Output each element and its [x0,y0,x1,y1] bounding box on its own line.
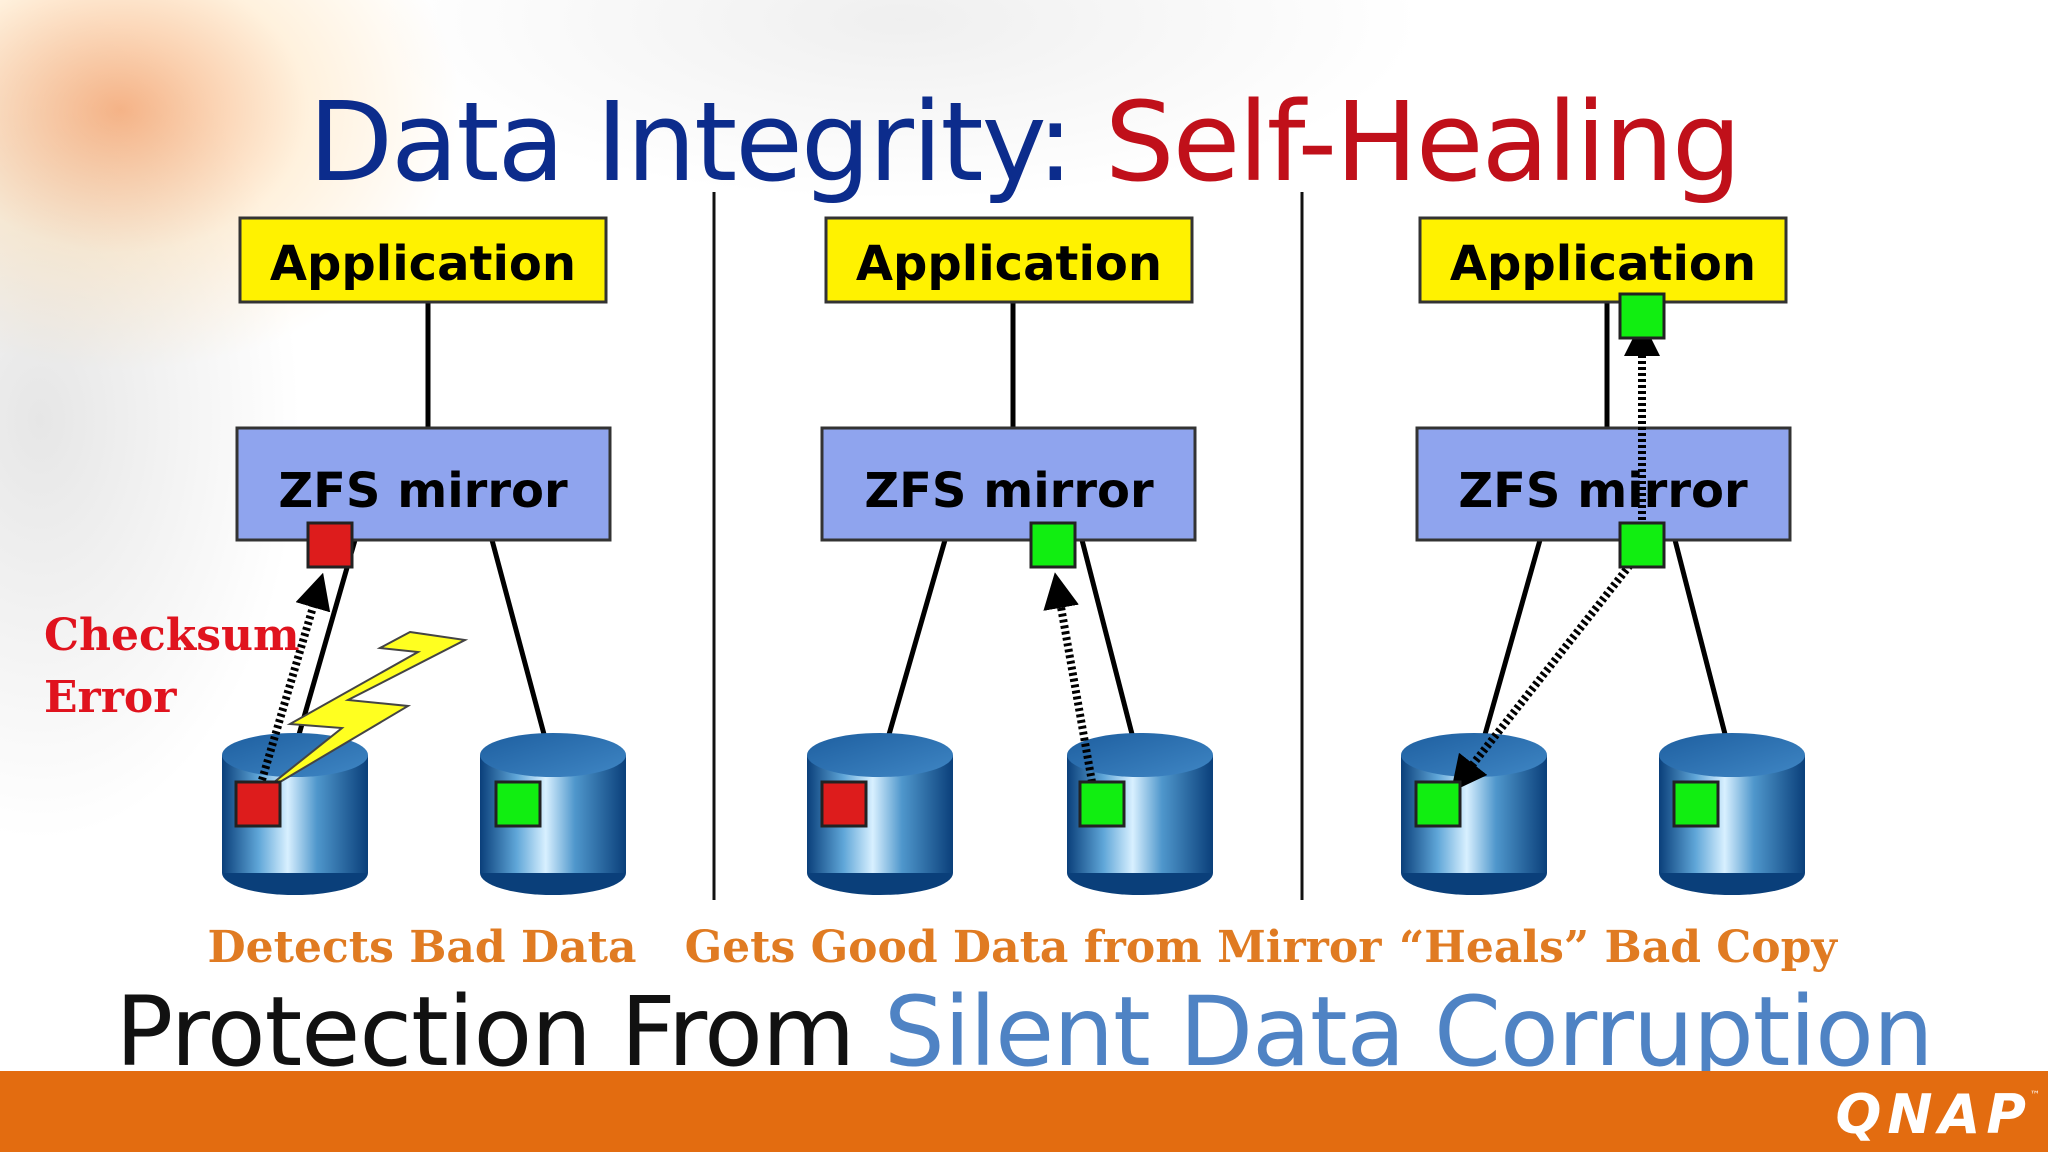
subtitle-part-1: Protection From [115,976,884,1088]
zfs-mirror-box [820,426,1197,542]
application-box [238,216,608,304]
application-label: Application [270,236,576,292]
healed-block-disk [1414,780,1462,828]
title-part-1: Data Integrity: [308,78,1105,206]
slide-subtitle: Protection From Silent Data Corruption [0,980,2048,1084]
bad-block-mirror [306,521,354,569]
connector-line [1672,539,1729,739]
connector-line [489,539,548,739]
zfs-mirror-label: ZFS mirror [864,463,1154,519]
panel-gets-good-data: Application ZFS mirror Gets Good Data fr… [685,216,1383,973]
zfs-mirror-label: ZFS mirror [1458,463,1748,519]
caption-detects-bad-data: Detects Bad Data [208,922,637,973]
slide-title: Data Integrity: Self-Healing [0,82,2048,202]
title-part-2: Self-Healing [1104,78,1742,206]
connector-line [295,539,358,739]
good-block-mirror [1029,521,1077,569]
disk-right [1659,733,1805,895]
disk-left [222,733,368,895]
good-block-disk [494,780,542,828]
good-block-disk [1672,780,1720,828]
footer-bar [0,1071,2048,1152]
checksum-error-line2: Error [44,672,177,723]
application-label: Application [856,236,1162,292]
read-arrow [1043,572,1096,783]
good-block-disk [1078,780,1126,828]
good-block-mirror [1618,521,1666,569]
application-label: Application [1450,236,1756,292]
trademark-mark: ™ [2030,1090,2040,1101]
zfs-mirror-label: ZFS mirror [278,463,568,519]
connector-line [1079,539,1136,739]
panel-detects-bad-data: Application ZFS mirror Checksum Error De… [44,216,637,973]
checksum-error-line1: Checksum [44,610,300,661]
heal-arrow [1450,562,1634,793]
bad-block-disk [234,780,282,828]
good-block-application [1618,292,1666,340]
connector-line [1481,539,1543,739]
qnap-logo: QNAP [1835,1083,2032,1146]
zfs-mirror-box [235,426,612,542]
connector-line [885,539,948,739]
lightning-bolt-icon [257,630,469,796]
zfs-mirror-box [1415,426,1792,542]
application-box [824,216,1194,304]
application-box [1418,216,1788,304]
bad-block-disk [820,780,868,828]
disk-right [1067,733,1213,895]
caption-heals-bad-copy: “Heals” Bad Copy [1399,922,1838,973]
subtitle-part-2: Silent Data Corruption [883,976,1934,1088]
caption-gets-good-data: Gets Good Data from Mirror [685,922,1383,973]
disk-left [807,733,953,895]
panel-heals-bad-copy: Application ZFS mirror “Heals” Bad Copy [1399,216,1838,973]
